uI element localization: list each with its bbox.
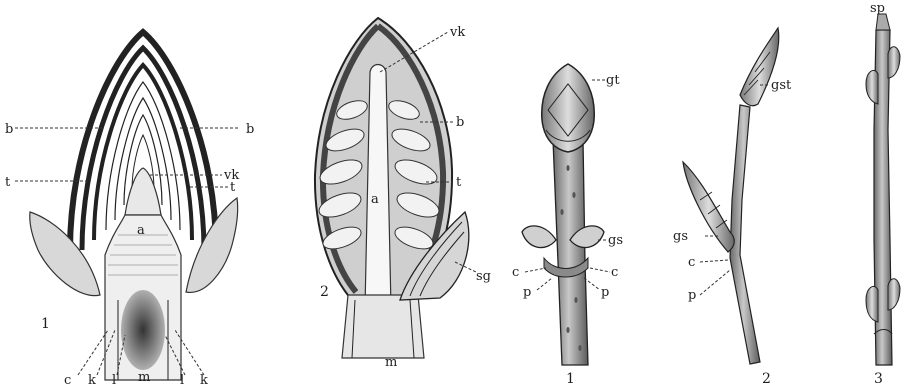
label-p-twig2: p: [688, 288, 696, 303]
figure-number-twig3: 3: [874, 371, 883, 387]
label-l-bottom-left: l: [112, 373, 116, 388]
label-k-bottom-right: k: [200, 373, 208, 388]
figure-number-twig1: 1: [566, 371, 575, 387]
label-a: a: [137, 223, 145, 238]
label-p-right-twig1: p: [601, 285, 609, 300]
figure-number-twig2: 2: [762, 371, 771, 387]
twig-2: gst gs c p 2: [673, 28, 792, 387]
twig-2-lateral-bud: [683, 162, 734, 252]
twig-3: sp 3: [866, 1, 900, 387]
twig-3-bud-top-left: [866, 70, 878, 104]
label-a-fig2: a: [371, 192, 379, 207]
label-c-bottom: c: [64, 373, 71, 388]
pith: [121, 290, 165, 370]
label-vk-fig2: vk: [449, 25, 465, 40]
label-b-right: b: [246, 122, 254, 137]
label-l-bottom-right: l: [180, 373, 184, 388]
label-b-fig2: b: [456, 115, 464, 130]
figure-2-bud-section: vk b t a sg 2 m: [315, 18, 491, 370]
twig-3-bud-bottom-right: [888, 279, 900, 310]
figure-number-2: 2: [320, 284, 329, 300]
twig-2-stem: [730, 105, 760, 364]
label-c-twig2: c: [688, 255, 695, 270]
label-p-left-twig1: p: [523, 285, 531, 300]
label-b-left: b: [5, 122, 13, 137]
label-gs-twig1: gs: [608, 233, 623, 248]
twig-3-tip: [876, 14, 890, 30]
figure-number-1: 1: [41, 316, 50, 332]
lateral-bud-left: [522, 226, 556, 248]
label-t-left: t: [5, 175, 11, 190]
label-gst: gst: [771, 78, 792, 93]
label-t-fig2: t: [456, 175, 462, 190]
twig-1: gt gs c c p p 1: [512, 64, 623, 387]
label-sp: sp: [870, 1, 885, 16]
label-m-bottom: m: [138, 370, 150, 385]
label-sg: sg: [476, 269, 491, 284]
label-m-fig2: m: [385, 355, 397, 370]
label-gs-twig2: gs: [673, 229, 688, 244]
left-side-scale: [30, 212, 100, 296]
figure-1-bud-section: b b t vk t a 1 c k l m l k: [5, 32, 254, 388]
label-t-right: t: [230, 180, 236, 195]
twig-1-stem: [553, 140, 588, 365]
twig-3-bud-top-right: [888, 47, 900, 78]
label-k-bottom-left: k: [88, 373, 96, 388]
twig-3-bud-bottom-left: [866, 286, 878, 322]
label-c-right-twig1: c: [611, 265, 618, 280]
label-gt: gt: [606, 73, 620, 88]
label-c-left-twig1: c: [512, 265, 519, 280]
